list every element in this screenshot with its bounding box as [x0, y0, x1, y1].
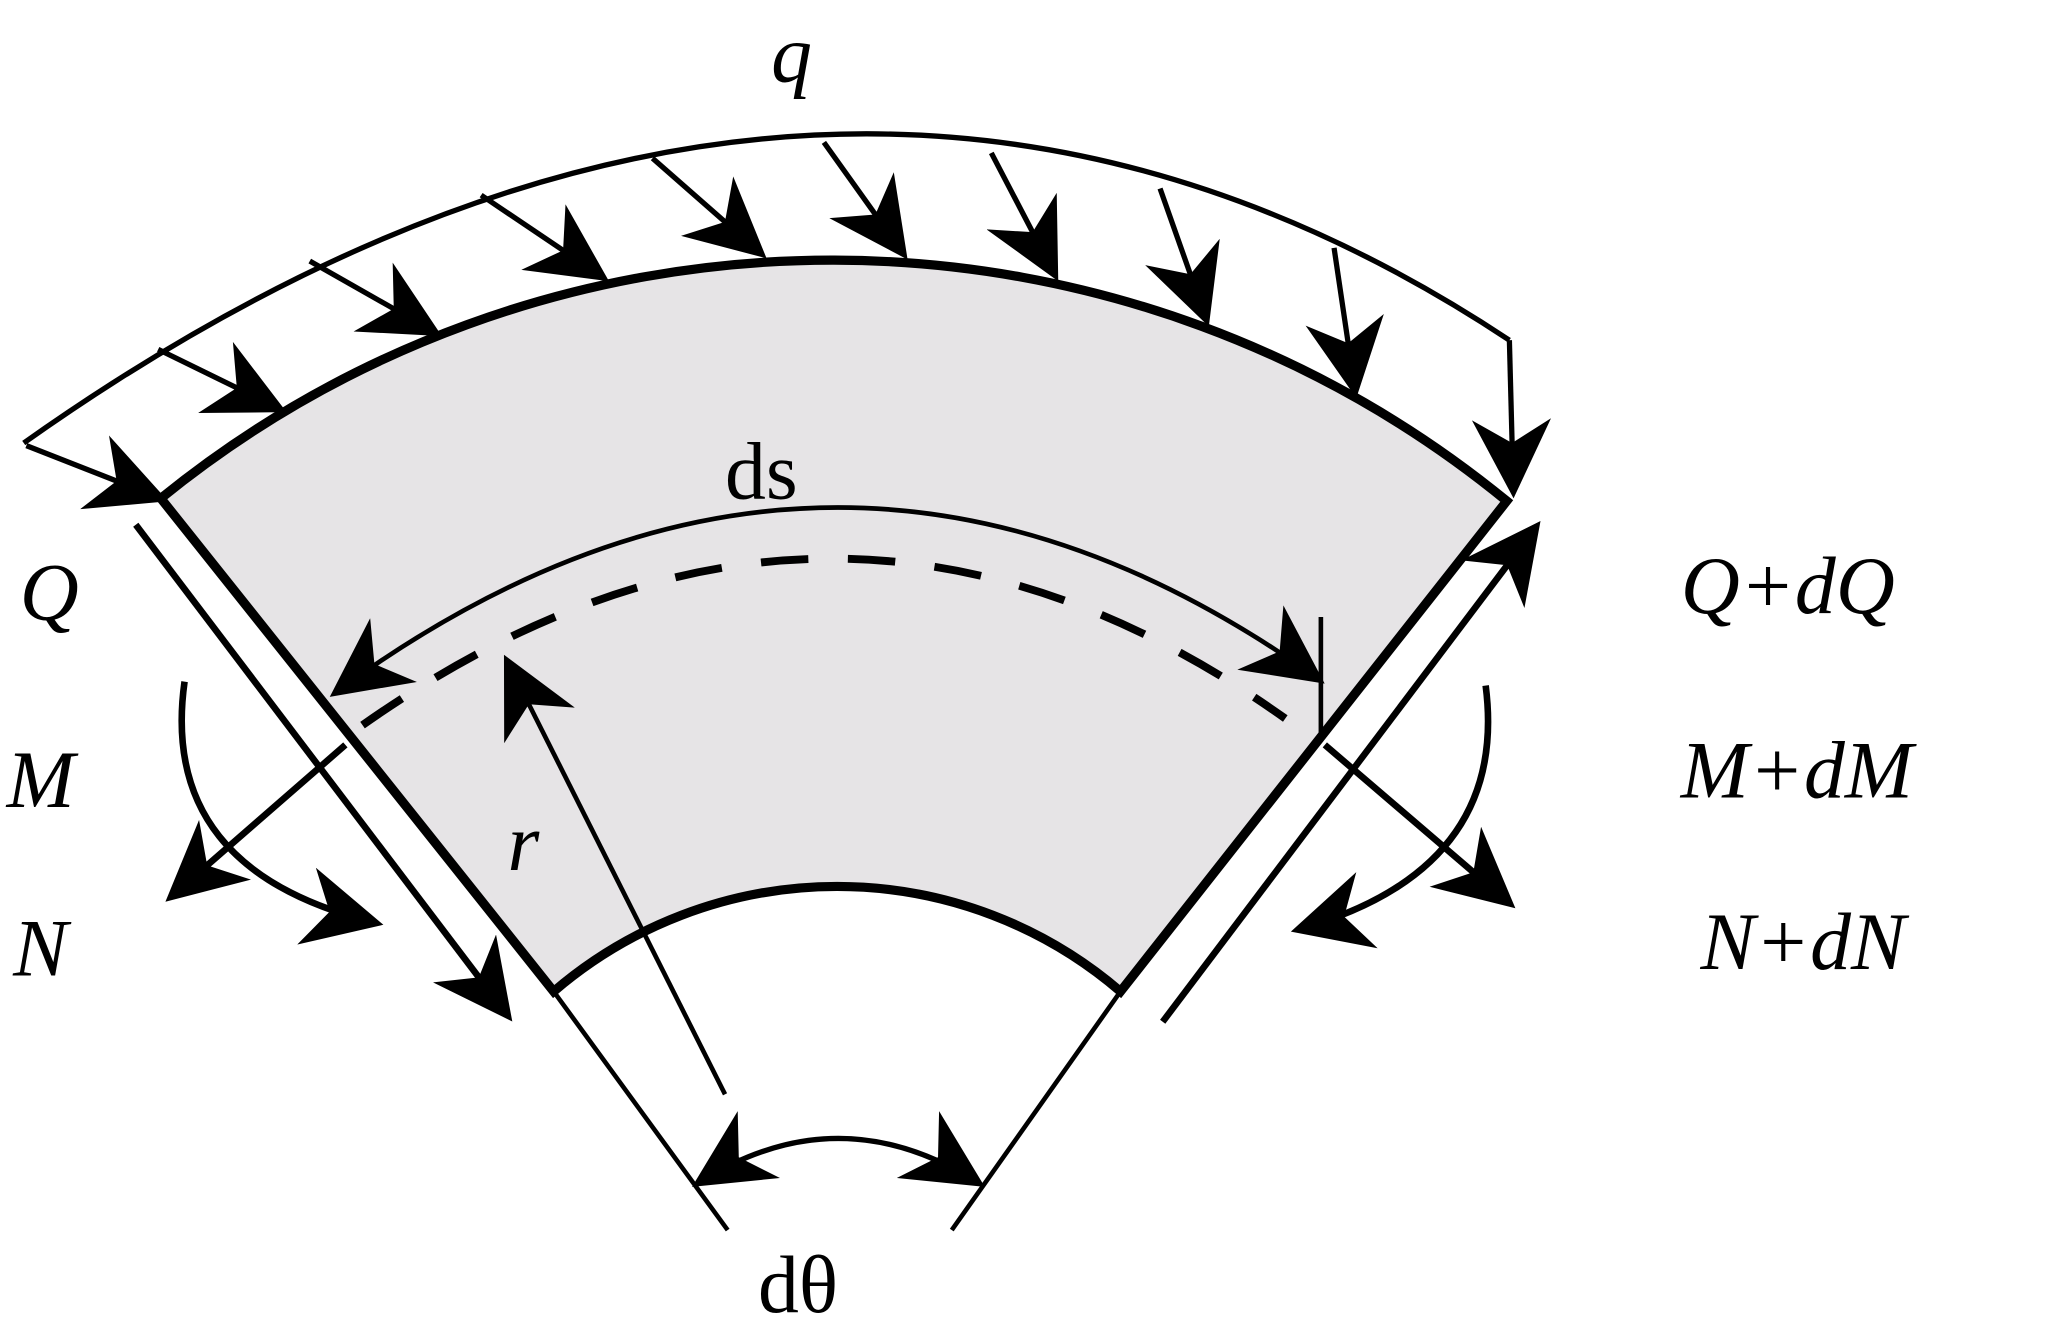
- load-label: q: [771, 9, 812, 100]
- dtheta-arc-arrow: [691, 1111, 985, 1187]
- shear-forces: [133, 521, 1541, 1024]
- distributed-load: [22, 131, 1552, 510]
- radius-label: r: [508, 797, 541, 888]
- ds-label: ds: [725, 425, 798, 516]
- left-moment-label: M: [6, 734, 79, 825]
- left-normal-label: N: [12, 903, 72, 994]
- right-normal-label: N+dN: [1700, 896, 1910, 987]
- left-shear-label: Q: [20, 547, 79, 638]
- right-shear-label: Q+dQ: [1681, 540, 1895, 631]
- ds-arc-arrow: [329, 505, 1325, 697]
- dtheta-label: dθ: [758, 1239, 838, 1325]
- moments-normals: [165, 681, 1516, 949]
- right-moment-label: M+dM: [1680, 725, 1917, 816]
- beam-element: [154, 255, 1514, 999]
